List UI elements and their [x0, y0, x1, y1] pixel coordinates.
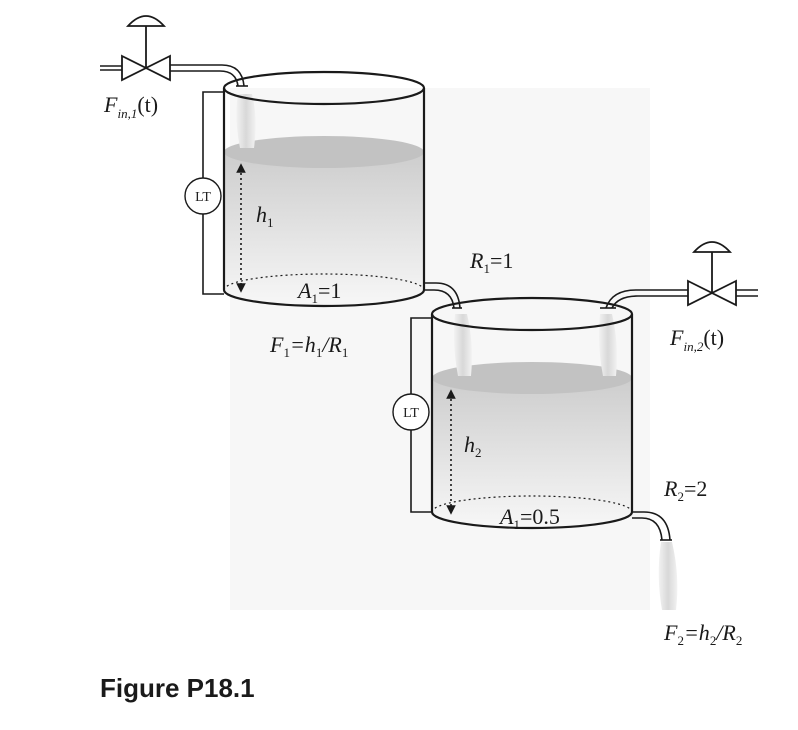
tank-1-bottom-front	[222, 289, 426, 308]
outlet-stream	[658, 542, 678, 610]
r1-rest: =1	[490, 248, 513, 273]
valve-2-actuator	[691, 241, 733, 253]
valve-2-body	[687, 279, 715, 307]
resistance-1-label: R1=1	[469, 248, 513, 276]
inflow-2-base: F	[669, 325, 684, 350]
r2-base: R	[663, 476, 678, 501]
r2-sub: 2	[677, 489, 684, 504]
tank-1-liquid-surface	[224, 136, 424, 168]
valve-1-body-b	[143, 54, 171, 82]
tank-1-level-label: h1	[256, 202, 274, 230]
outflow-1-label: F1=h1/R1	[269, 332, 348, 360]
r1-sub: 1	[483, 261, 490, 276]
pipe-1-right	[170, 64, 245, 87]
f2-eq: =h	[684, 620, 710, 645]
inlet-valve-1	[100, 15, 248, 87]
r2-rest: =2	[684, 476, 707, 501]
tank-2-area-label: A1=0.5	[498, 504, 560, 532]
f1-slash: /R	[320, 332, 342, 357]
valve-1-actuator	[125, 15, 167, 27]
tank-2-liquid-surface	[432, 362, 632, 394]
outflow-2-label: F2=h2/R2	[663, 620, 742, 648]
tank-1-area-label: A1=1	[296, 278, 341, 306]
f2-f: F	[663, 620, 678, 645]
h1-sub: 1	[267, 215, 274, 230]
tank-2-bottom-front	[430, 511, 634, 530]
a1-sub: 1	[311, 291, 318, 306]
f2-hsub: 2	[710, 633, 717, 648]
f2-slash: /R	[714, 620, 736, 645]
tank-2	[430, 296, 634, 530]
f1-f: F	[269, 332, 284, 357]
tank-1-inlet-stream	[236, 94, 256, 148]
r1-base: R	[469, 248, 484, 273]
a2-base: A	[498, 504, 514, 529]
inflow-2-rest: (t)	[703, 325, 724, 350]
inflow-1-label: Fin,1(t)	[103, 92, 158, 121]
valve-2-body-b	[709, 279, 737, 307]
outlet-pipe	[632, 511, 678, 610]
tank-2-inlet-stream-a	[454, 314, 472, 376]
tank-1-liquid	[224, 152, 424, 306]
pipe-out-b	[632, 517, 663, 541]
a1-base: A	[296, 278, 312, 303]
inlet-valve-2	[600, 241, 758, 309]
f1-fsub: 1	[283, 345, 290, 360]
a2-sub: 1	[513, 517, 520, 532]
inflow-1-base: F	[103, 92, 118, 117]
inflow-1-rest: (t)	[137, 92, 158, 117]
level-transmitter-1: LT	[184, 91, 224, 295]
tank-2-level-label: h2	[464, 432, 482, 460]
f1-rsub: 1	[342, 345, 349, 360]
tank-2-inlet-stream-b	[599, 314, 617, 376]
f2-rsub: 2	[736, 633, 743, 648]
lt-1-label: LT	[195, 190, 211, 205]
f1-eq: =h	[290, 332, 316, 357]
pipe-2-left-b	[611, 295, 688, 309]
inflow-2-sub: in,2	[683, 339, 703, 354]
f1-hsub: 1	[316, 345, 323, 360]
lt-2-bubble	[392, 393, 430, 431]
f2-fsub: 2	[677, 633, 684, 648]
tank-1	[222, 70, 426, 308]
h2-base: h	[464, 432, 475, 457]
lt-2-label: LT	[403, 406, 419, 421]
resistance-2-label: R2=2	[663, 476, 707, 504]
pipe-1-right-b	[170, 70, 239, 87]
valve-1-body	[121, 54, 149, 82]
pipe-2-left	[605, 289, 688, 309]
inflow-2-label: Fin,2(t)	[669, 325, 724, 354]
level-transmitter-2: LT	[392, 317, 432, 513]
a1-rest: =1	[318, 278, 341, 303]
h2-sub: 2	[475, 445, 482, 460]
h1-base: h	[256, 202, 267, 227]
tank-2-liquid	[432, 378, 632, 528]
a2-rest: =0.5	[520, 504, 560, 529]
figure-caption: Figure P18.1	[100, 673, 255, 703]
pipe-out-a	[632, 511, 671, 541]
inflow-1-sub: in,1	[117, 106, 137, 121]
lt-1-bubble	[184, 177, 222, 215]
